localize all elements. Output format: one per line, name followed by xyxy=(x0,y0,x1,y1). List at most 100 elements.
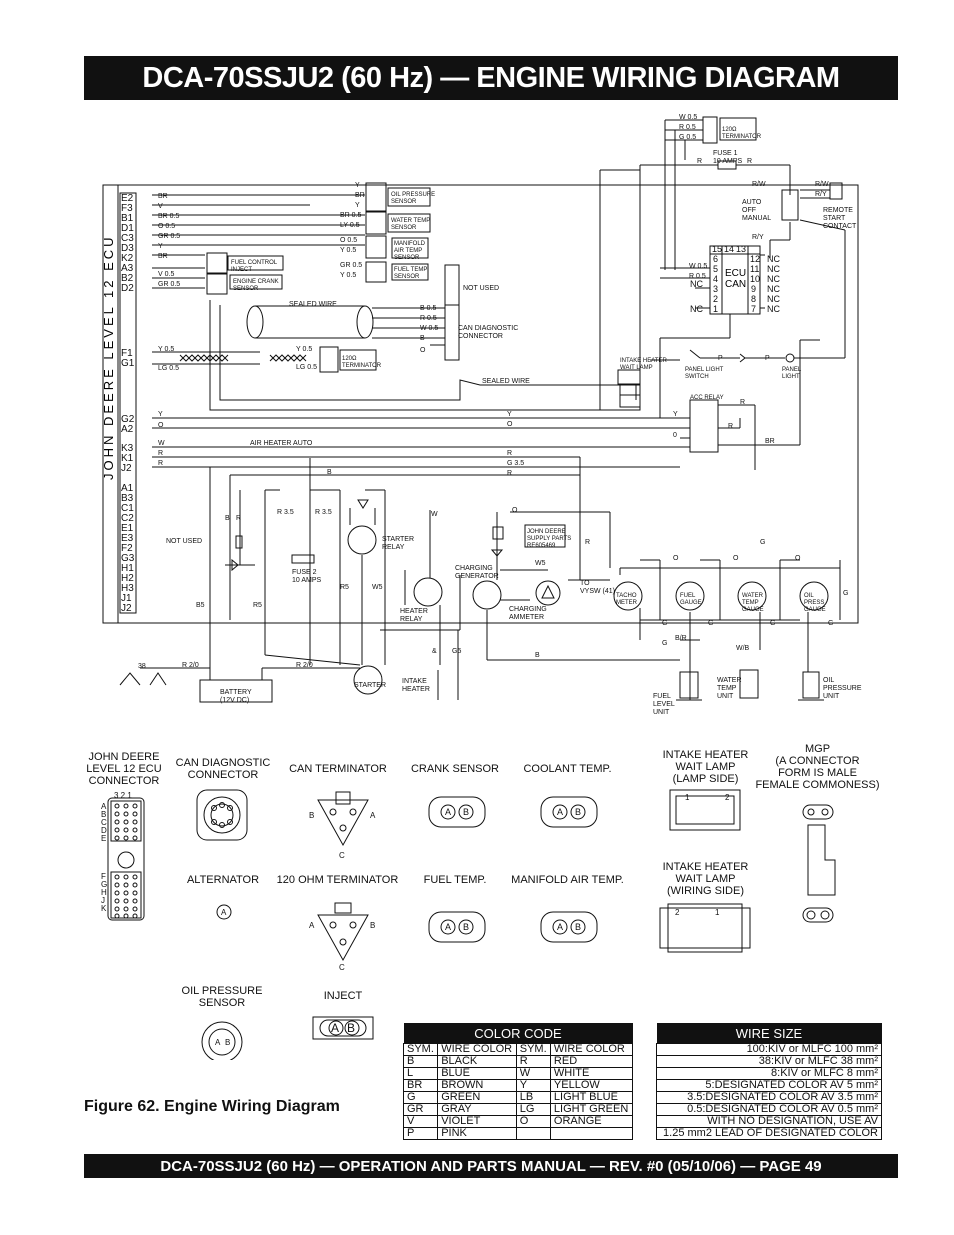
svg-text:F2: F2 xyxy=(121,543,133,554)
sealed-wire-label-2: SEALED WIRE xyxy=(482,378,530,385)
svg-text:C3: C3 xyxy=(121,233,134,244)
svg-text:B5: B5 xyxy=(196,602,205,609)
not-used-label-2: NOT USED xyxy=(166,538,202,545)
svg-text:A: A xyxy=(331,1021,339,1035)
svg-text:BR: BR xyxy=(765,438,775,445)
connector-title-jd: JOHN DEERE LEVEL 12 ECU CONNECTOR xyxy=(86,751,162,787)
table-header: SYM. xyxy=(402,1043,439,1056)
svg-text:Y: Y xyxy=(507,411,512,418)
svg-text:R 3.5: R 3.5 xyxy=(315,509,332,516)
table-cell: B xyxy=(402,1055,439,1068)
svg-text:A3: A3 xyxy=(121,263,134,274)
svg-text:A: A xyxy=(370,811,376,820)
svg-text:C: C xyxy=(101,818,107,827)
svg-text:G 3.5: G 3.5 xyxy=(507,460,524,467)
svg-text:Y 0.5: Y 0.5 xyxy=(340,247,356,254)
svg-text:B: B xyxy=(575,807,581,817)
table-cell: 5:DESIGNATED COLOR AV 5 mm² xyxy=(656,1079,882,1092)
svg-text:W: W xyxy=(158,440,165,447)
svg-text:1: 1 xyxy=(685,793,690,802)
svg-text:LG 0.5: LG 0.5 xyxy=(296,364,317,371)
ecu-label: JOHN DEERE LEVEL 12 ECU xyxy=(101,234,116,480)
table-cell: RED xyxy=(549,1055,634,1068)
svg-text:A: A xyxy=(557,922,563,932)
svg-text:E: E xyxy=(101,834,106,843)
table-header: WIRE COLOR xyxy=(437,1043,517,1056)
connector-title-manifold: MANIFOLD AIR TEMP. xyxy=(511,874,624,886)
svg-text:14: 14 xyxy=(724,244,734,254)
svg-text:R: R xyxy=(158,450,163,457)
table-row: 5:DESIGNATED COLOR AV 5 mm² xyxy=(656,1079,882,1092)
svg-text:B 0.5: B 0.5 xyxy=(420,305,436,312)
table-cell: LB xyxy=(515,1091,551,1104)
svg-text:O 0.5: O 0.5 xyxy=(158,223,175,230)
svg-text:F1: F1 xyxy=(121,348,133,359)
table-cell: BLUE xyxy=(437,1067,517,1080)
table-cell: 1.25 mm2 LEAD OF DESIGNATED COLOR xyxy=(656,1127,882,1140)
color-code-table: COLOR CODE SYM. WIRE COLOR SYM. WIRE COL… xyxy=(402,1023,634,1140)
svg-text:3: 3 xyxy=(713,284,718,294)
svg-text:R: R xyxy=(728,423,733,430)
table-cell: LIGHT GREEN xyxy=(549,1103,634,1116)
svg-text:NC: NC xyxy=(690,304,703,314)
connector-title-can: CAN DIAGNOSTIC CONNECTOR xyxy=(175,757,271,781)
svg-text:BR: BR xyxy=(158,253,168,260)
svg-text:H1: H1 xyxy=(121,563,134,574)
svg-text:F: F xyxy=(101,872,106,881)
svg-text:H: H xyxy=(101,888,107,897)
svg-text:LY 0.5: LY 0.5 xyxy=(340,222,360,229)
svg-text:Y: Y xyxy=(158,243,163,250)
svg-text:G: G xyxy=(828,620,833,627)
svg-text:10: 10 xyxy=(750,274,760,284)
svg-text:LG 0.5: LG 0.5 xyxy=(158,365,179,372)
svg-text:Y: Y xyxy=(673,411,678,418)
table-header: SYM. xyxy=(515,1043,551,1056)
svg-text:W/B: W/B xyxy=(736,645,750,652)
connector-title-ihlamp: INTAKE HEATER WAIT LAMP (LAMP SIDE) xyxy=(662,749,749,785)
color-code-title: COLOR CODE xyxy=(403,1023,633,1044)
svg-text:4: 4 xyxy=(713,274,718,284)
connector-title-mgp: MGP (A CONNECTOR FORM IS MALE FEMALE COM… xyxy=(755,743,880,791)
table-cell: GR xyxy=(402,1103,439,1116)
svg-text:11: 11 xyxy=(750,264,759,274)
connector-title-alt: ALTERNATOR xyxy=(186,874,260,886)
svg-text:W 0.5: W 0.5 xyxy=(679,114,697,121)
connector-title-coolant: COOLANT TEMP. xyxy=(523,763,612,775)
table-cell: VIOLET xyxy=(437,1115,517,1128)
figure-caption: Figure 62. Engine Wiring Diagram xyxy=(84,1098,340,1115)
svg-text:R: R xyxy=(158,460,163,467)
connector-title-oilps: OIL PRESSURE SENSOR xyxy=(181,985,263,1009)
table-cell: G xyxy=(402,1091,439,1104)
connector-title-inject: INJECT xyxy=(323,990,363,1002)
table-cell: BR xyxy=(402,1079,439,1092)
svg-text:BR: BR xyxy=(158,193,168,200)
svg-text:B: B xyxy=(347,1021,355,1035)
svg-text:G2: G2 xyxy=(121,414,135,425)
svg-text:R: R xyxy=(747,158,752,165)
svg-text:B2: B2 xyxy=(121,273,134,284)
svg-text:J: J xyxy=(101,896,105,905)
svg-text:9: 9 xyxy=(751,284,756,294)
svg-text:R/W: R/W xyxy=(752,181,766,188)
sealed-wire-label-1: SEALED WIRE xyxy=(289,301,337,308)
svg-text:G: G xyxy=(101,880,107,889)
svg-text:GR 0.5: GR 0.5 xyxy=(158,233,180,240)
svg-text:O: O xyxy=(733,555,739,562)
svg-text:F3: F3 xyxy=(121,203,133,214)
